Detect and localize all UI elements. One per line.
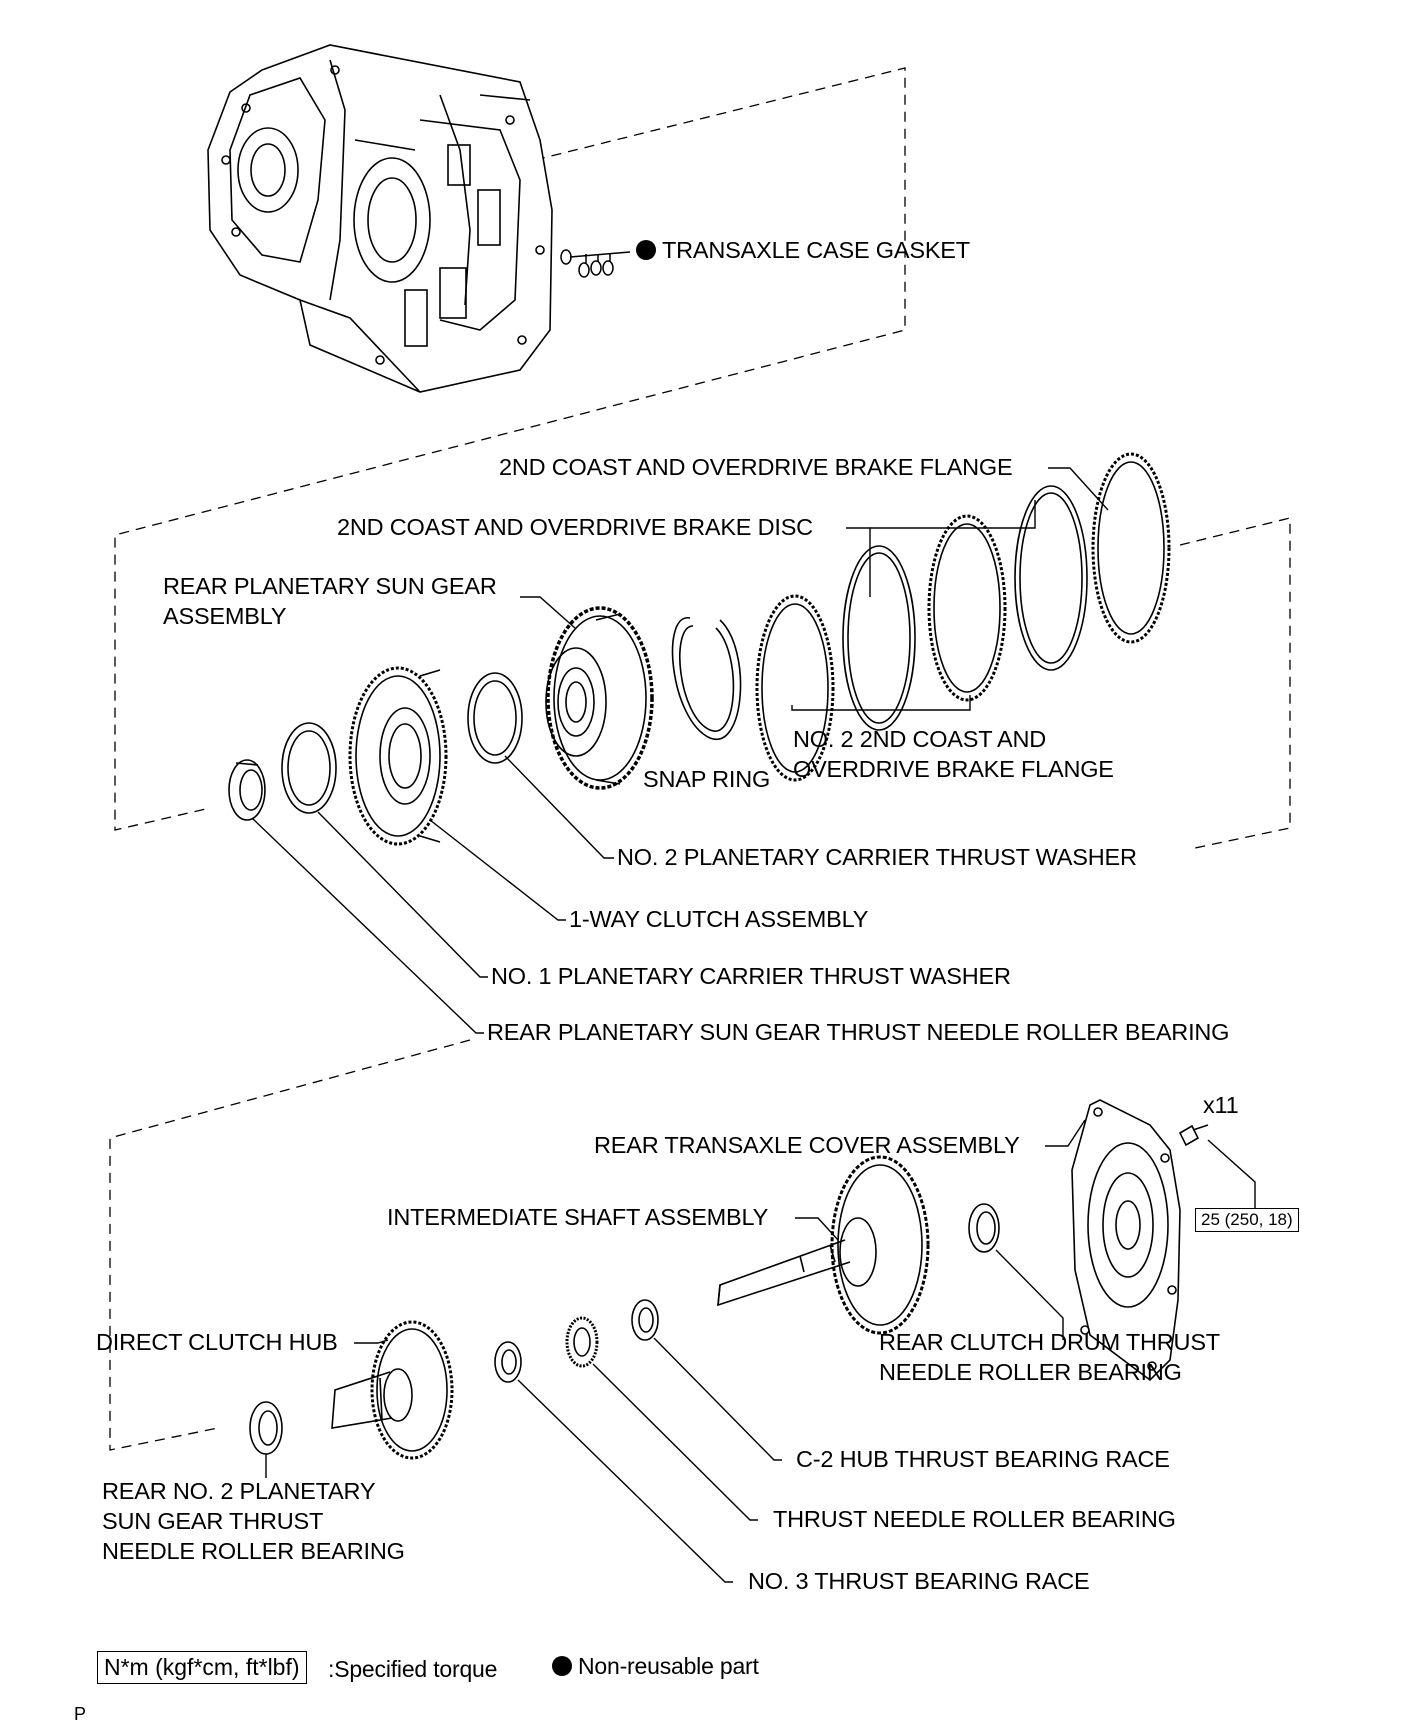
transaxle-case-icon <box>208 45 552 392</box>
no3-race-label: NO. 3 THRUST BEARING RACE <box>748 1568 1090 1594</box>
transaxle-case-gasket-text: TRANSAXLE CASE GASKET <box>662 237 970 263</box>
rear-no2-bearing-label-line3: NEEDLE ROLLER BEARING <box>102 1538 405 1564</box>
torque-value-box: 25 (250, 18) <box>1195 1208 1299 1232</box>
rear-cover-label: REAR TRANSAXLE COVER ASSEMBLY <box>594 1132 1020 1158</box>
rear-no2-bearing-label-line2: SUN GEAR THRUST <box>102 1508 324 1534</box>
alignment-guides <box>110 68 1290 1450</box>
nonreusable-dot-icon <box>552 1656 572 1676</box>
rear-sun-gear-bearing-label: REAR PLANETARY SUN GEAR THRUST NEEDLE RO… <box>487 1019 1230 1045</box>
rear-sun-gear-label-line2: ASSEMBLY <box>163 603 287 629</box>
brake-disc-icon <box>927 514 1007 702</box>
rear-no2-sun-gear-bearing-icon <box>249 1401 283 1455</box>
no1-carrier-washer-icon <box>281 722 337 814</box>
rear-no2-bearing-label-line1: REAR NO. 2 PLANETARY <box>102 1478 376 1504</box>
one-way-clutch-label: 1-WAY CLUTCH ASSEMBLY <box>569 906 869 932</box>
case-gasket-rings-icon <box>560 249 630 278</box>
brake-disc-label: 2ND COAST AND OVERDRIVE BRAKE DISC <box>337 514 813 540</box>
bolt-icon <box>1180 1125 1208 1145</box>
bolt-count-label: x11 <box>1203 1092 1239 1118</box>
nonreusable-dot-icon <box>636 240 656 260</box>
snap-ring-icon <box>673 618 741 740</box>
brake-disc-icon <box>755 594 835 782</box>
no1-carrier-washer-label: NO. 1 PLANETARY CARRIER THRUST WASHER <box>491 963 1011 989</box>
rear-clutch-drum-bearing-icon <box>968 1203 1000 1253</box>
transaxle-case-gasket-label: TRANSAXLE CASE GASKET <box>636 236 970 265</box>
legend-nonreusable-text: Non-reusable part <box>578 1653 759 1679</box>
rear-transaxle-cover-icon <box>1072 1100 1180 1380</box>
no3-race-icon <box>494 1341 522 1383</box>
brake-flange-icon <box>1014 485 1088 671</box>
no2-carrier-washer-label: NO. 2 PLANETARY CARRIER THRUST WASHER <box>617 844 1137 870</box>
brake-flange-outer-icon <box>1091 452 1171 644</box>
thrust-needle-bearing-label: THRUST NEEDLE ROLLER BEARING <box>773 1506 1176 1532</box>
rear-sun-gear-bearing-icon <box>228 759 266 821</box>
intermediate-shaft-label: INTERMEDIATE SHAFT ASSEMBLY <box>387 1204 769 1230</box>
no2-flange-label-line1: NO. 2 2ND COAST AND <box>793 726 1047 752</box>
no2-carrier-washer-icon <box>467 672 523 764</box>
direct-clutch-hub-label: DIRECT CLUTCH HUB <box>96 1329 338 1355</box>
brake-flange-label: 2ND COAST AND OVERDRIVE BRAKE FLANGE <box>499 454 1013 480</box>
footer-mark: P <box>74 1704 86 1724</box>
rear-sun-gear-label-line1: REAR PLANETARY SUN GEAR <box>163 573 497 599</box>
leader-lines <box>252 468 1255 1582</box>
rear-clutch-drum-label-line1: REAR CLUTCH DRUM THRUST <box>879 1329 1220 1355</box>
legend-torque-desc: :Specified torque <box>328 1656 498 1682</box>
brake-flange-icon <box>842 545 916 731</box>
legend-nonreusable: Non-reusable part <box>552 1652 759 1681</box>
legend-torque-box: N*m (kgf*cm, ft*lbf) <box>97 1651 307 1684</box>
no2-flange-label-line2: OVERDRIVE BRAKE FLANGE <box>793 756 1114 782</box>
thrust-needle-bearing-icon <box>565 1316 599 1368</box>
one-way-clutch-icon <box>348 666 448 846</box>
snap-ring-label: SNAP RING <box>643 766 771 792</box>
rear-sun-gear-assembly-icon <box>545 606 654 790</box>
direct-clutch-hub-icon <box>332 1320 454 1460</box>
c2-hub-race-icon <box>631 1299 659 1341</box>
c2-hub-race-label: C-2 HUB THRUST BEARING RACE <box>796 1446 1170 1472</box>
rear-clutch-drum-label-line2: NEEDLE ROLLER BEARING <box>879 1359 1182 1385</box>
intermediate-shaft-icon <box>718 1155 930 1335</box>
